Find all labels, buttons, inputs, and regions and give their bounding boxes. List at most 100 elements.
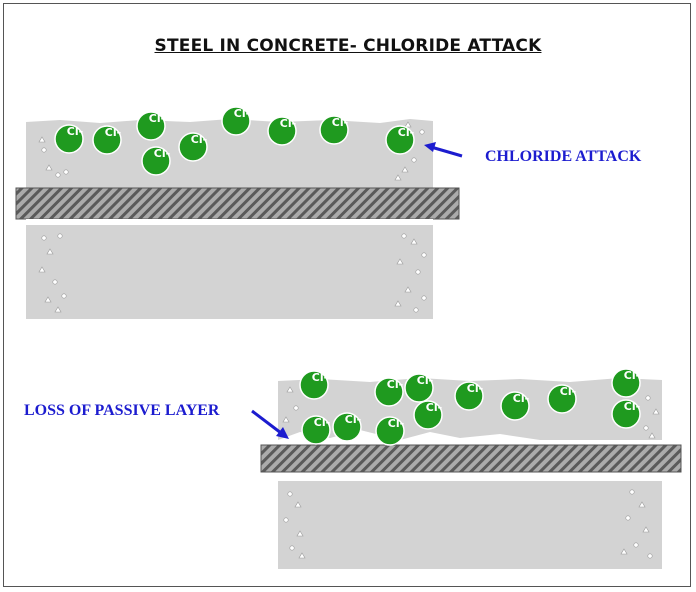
ion-label: Cl- — [312, 371, 328, 384]
aggregate-particle — [294, 501, 302, 508]
ion-label: Cl- — [467, 382, 483, 395]
aggregate-particle — [401, 166, 409, 173]
aggregate-particle — [642, 526, 650, 533]
ion-label: Cl- — [398, 126, 414, 139]
chloride-ion: Cl- — [374, 377, 404, 407]
chloride-ion: Cl- — [413, 400, 443, 430]
chloride-ion: Cl- — [319, 115, 349, 145]
ion-label: Cl- — [426, 401, 442, 414]
aggregate-particle — [52, 279, 58, 285]
aggregate-particle — [298, 552, 306, 559]
aggregate-particle — [421, 252, 427, 258]
aggregate-particle — [282, 416, 290, 423]
aggregate-particle — [410, 238, 418, 245]
label-loss-of-passive-layer: LOSS OF PASSIVE LAYER — [24, 402, 220, 419]
chloride-ion: Cl- — [136, 111, 166, 141]
aggregate-particle — [296, 530, 304, 537]
ion-label: Cl- — [154, 147, 170, 160]
lower-rebar — [260, 444, 682, 473]
chloride-ion: Cl- — [611, 399, 641, 429]
aggregate-particle — [415, 269, 421, 275]
aggregate-particle — [404, 286, 412, 293]
aggregate-particle — [41, 235, 47, 241]
ion-label: Cl- — [149, 112, 165, 125]
ion-label: Cl- — [624, 400, 640, 413]
aggregate-particle — [404, 121, 412, 128]
ion-label: Cl- — [67, 125, 83, 138]
aggregate-particle — [63, 169, 69, 175]
pitting-gap — [278, 430, 662, 446]
ion-label: Cl- — [105, 126, 121, 139]
chloride-ion: Cl- — [547, 384, 577, 414]
upper-assembly — [15, 119, 460, 319]
ion-label: Cl- — [345, 413, 361, 426]
aggregate-particle — [652, 408, 660, 415]
aggregate-particle — [289, 545, 295, 551]
label-chloride-attack: CHLORIDE ATTACK — [485, 148, 642, 165]
aggregate-particle — [648, 432, 656, 439]
ion-label: Cl- — [332, 116, 348, 129]
aggregate-particle — [413, 307, 419, 313]
aggregate-particle — [55, 172, 61, 178]
lower-concrete-bottom — [278, 481, 662, 569]
ion-label: Cl- — [513, 392, 529, 405]
aggregate-particle — [41, 147, 47, 153]
aggregate-particle — [394, 300, 402, 307]
chloride-ion: Cl- — [375, 416, 405, 446]
chloride-ion: Cl- — [500, 391, 530, 421]
aggregate-particle — [629, 489, 635, 495]
diagram-title: STEEL IN CONCRETE- CHLORIDE ATTACK — [154, 36, 542, 56]
aggregate-particle — [54, 306, 62, 313]
chloride-ion: Cl- — [332, 412, 362, 442]
chloride-ion: Cl- — [454, 381, 484, 411]
ion-label: Cl- — [191, 133, 207, 146]
chloride-ion: Cl- — [611, 368, 641, 398]
ion-label: Cl- — [388, 417, 404, 430]
aggregate-particle — [38, 266, 46, 273]
aggregate-particle — [57, 233, 63, 239]
ion-label: Cl- — [417, 374, 433, 387]
aggregate-particle — [633, 542, 639, 548]
upper-concrete-gap — [26, 219, 433, 225]
aggregate-speckles — [38, 121, 660, 559]
aggregate-particle — [283, 517, 289, 523]
chloride-ion: Cl- — [404, 373, 434, 403]
chloride-ions: Cl- Cl- Cl- Cl- Cl- Cl- Cl- Cl- Cl- Cl- Cl- Cl- Cl- C… — [54, 106, 641, 446]
aggregate-particle — [643, 425, 649, 431]
aggregate-particle — [625, 515, 631, 521]
aggregate-particle — [44, 296, 52, 303]
aggregate-particle — [620, 548, 628, 555]
aggregate-particle — [411, 157, 417, 163]
aggregate-particle — [45, 164, 53, 171]
chloride-ion: Cl- — [267, 116, 297, 146]
chloride-ion: Cl- — [221, 106, 251, 136]
chloride-ion: Cl- — [141, 146, 171, 176]
aggregate-particle — [638, 501, 646, 508]
arrow-chloride-attack — [424, 142, 463, 158]
aggregate-particle — [647, 553, 653, 559]
chloride-ion: Cl- — [385, 125, 415, 155]
aggregate-particle — [396, 258, 404, 265]
aggregate-particle — [46, 248, 54, 255]
ion-label: Cl- — [560, 385, 576, 398]
aggregate-particle — [287, 491, 293, 497]
chloride-ion: Cl- — [92, 125, 122, 155]
aggregate-particle — [645, 395, 651, 401]
upper-concrete-bottom — [26, 219, 433, 319]
ion-label: Cl- — [234, 107, 250, 120]
aggregate-particle — [419, 129, 425, 135]
ion-label: Cl- — [624, 369, 640, 382]
aggregate-particle — [38, 136, 46, 143]
aggregate-particle — [394, 174, 402, 181]
chloride-ion: Cl- — [54, 124, 84, 154]
aggregate-particle — [401, 233, 407, 239]
aggregate-particle — [61, 293, 67, 299]
aggregate-particle — [421, 295, 427, 301]
aggregate-particle — [286, 386, 294, 393]
upper-rebar — [15, 187, 460, 220]
chloride-ion: Cl- — [299, 370, 329, 400]
aggregate-particle — [293, 405, 299, 411]
ion-label: Cl- — [280, 117, 296, 130]
chloride-ion: Cl- — [178, 132, 208, 162]
